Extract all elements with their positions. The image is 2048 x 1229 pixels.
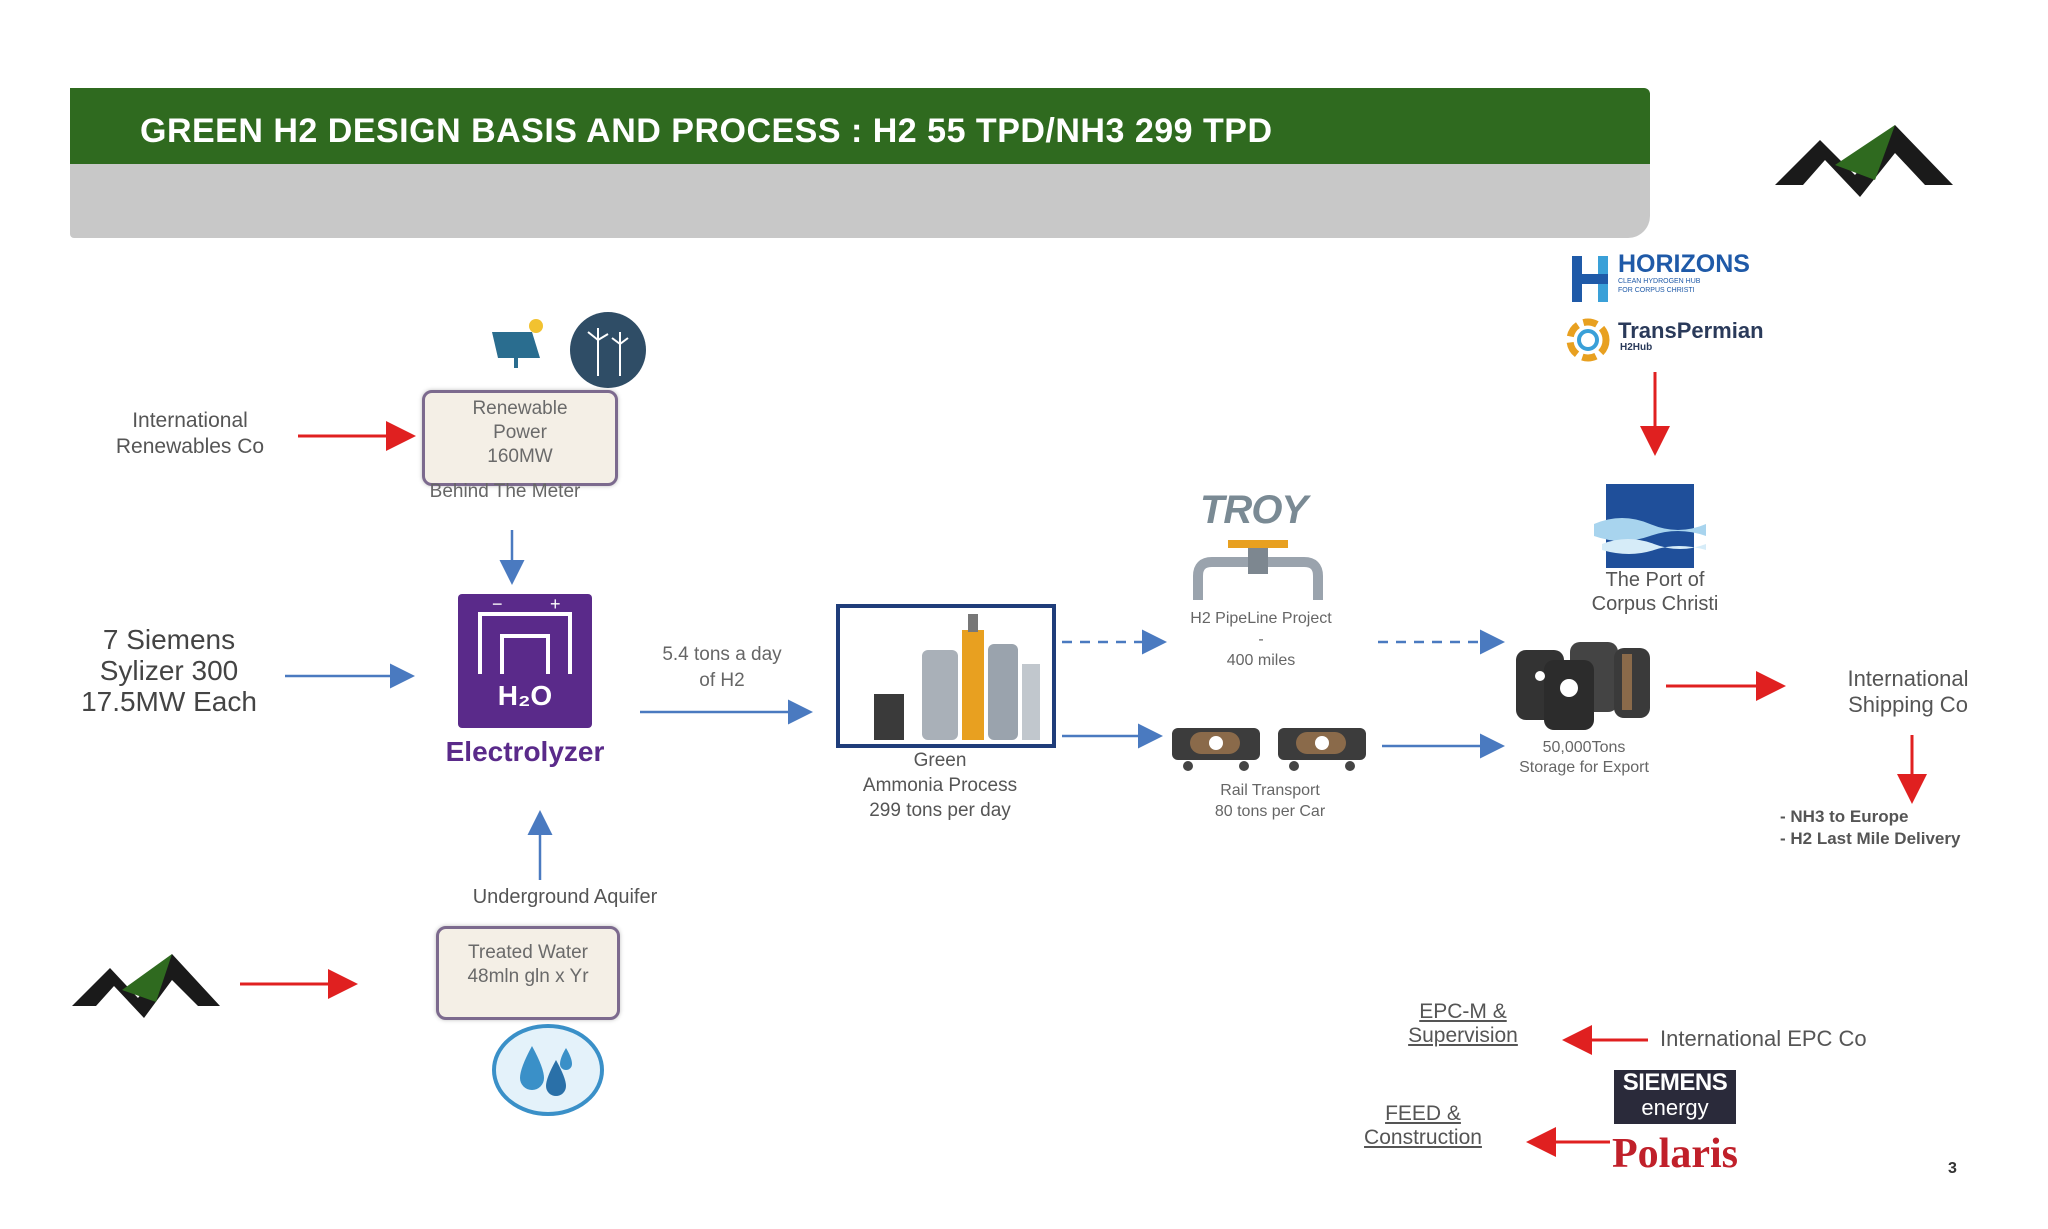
rail-car-icon — [1172, 728, 1366, 771]
transpermian-logo-text: TransPermian — [1618, 318, 1764, 343]
ammonia-process-label: Green Ammonia Process 299 tons per day — [862, 750, 1018, 821]
wind-turbine-icon — [570, 312, 646, 388]
siemens-sylizer-label: 7 Siemens Sylizer 300 17.5MW Each — [81, 624, 257, 717]
epc-m-link[interactable]: EPC-M & Supervision — [1408, 1000, 1518, 1047]
transpermian-icon — [1566, 318, 1610, 362]
pipeline-icon — [1193, 540, 1323, 600]
electrolyzer-icon: − + H₂O — [458, 594, 592, 728]
intl-shipping-label: International Shipping Co — [1847, 666, 1969, 717]
behind-meter-label: Behind The Meter — [429, 481, 581, 502]
solar-panel-icon — [492, 319, 543, 368]
intl-epc-label: International EPC Co — [1660, 1026, 1867, 1051]
h2-rate-label: 5.4 tons a day of H2 — [662, 644, 782, 691]
polaris-logo: Polaris — [1612, 1131, 1738, 1177]
renewable-power-box: Renewable Power 160MW — [422, 390, 618, 486]
svg-text:+: + — [550, 594, 561, 614]
horizons-logo-text: HORIZONS — [1618, 250, 1750, 278]
electrolyzer-label: Electrolyzer — [445, 736, 605, 767]
siemens-energy-line1: SIEMENS — [1622, 1070, 1728, 1096]
aquifer-label: Underground Aquifer — [472, 886, 658, 908]
treated-water-box: Treated Water 48mln gln x Yr — [436, 926, 620, 1020]
port-label: The Port of Corpus Christi — [1591, 569, 1719, 615]
ammonia-plant-image — [836, 604, 1056, 748]
svg-text:−: − — [492, 594, 503, 614]
horizons-logo-subtext: CLEAN HYDROGEN HUB FOR CORPUS CHRISTI — [1618, 278, 1701, 294]
transpermian-logo-subtext: H2Hub — [1620, 342, 1653, 353]
delivery-label: - NH3 to Europe - H2 Last Mile Delivery — [1780, 807, 1961, 848]
storage-tanks-icon — [1516, 642, 1650, 730]
troy-logo: TROY — [1200, 488, 1308, 532]
company-logo-small — [72, 954, 220, 1018]
storage-label: 50,000Tons Storage for Export — [1519, 739, 1649, 776]
h2o-symbol: H₂O — [497, 680, 553, 711]
title-banner-underlay — [70, 164, 1650, 238]
intl-renewables-label: International Renewables Co — [115, 409, 265, 458]
title-banner — [70, 88, 1650, 164]
pipeline-project-label: H2 PipeLine Project - 400 miles — [1190, 610, 1332, 669]
water-drop-icon — [492, 1024, 604, 1116]
feed-construction-link[interactable]: FEED & Construction — [1364, 1102, 1482, 1149]
siemens-energy-logo: SIEMENS energy — [1614, 1070, 1736, 1124]
horizons-h-icon — [1570, 254, 1610, 304]
siemens-energy-line2: energy — [1641, 1095, 1709, 1120]
company-logo — [1775, 125, 1953, 197]
rail-transport-label: Rail Transport 80 tons per Car — [1214, 782, 1326, 820]
port-corpus-christi-logo — [1594, 484, 1706, 568]
page-number: 3 — [1948, 1160, 1957, 1177]
page-title: GREEN H2 DESIGN BASIS AND PROCESS : H2 5… — [140, 112, 1273, 150]
